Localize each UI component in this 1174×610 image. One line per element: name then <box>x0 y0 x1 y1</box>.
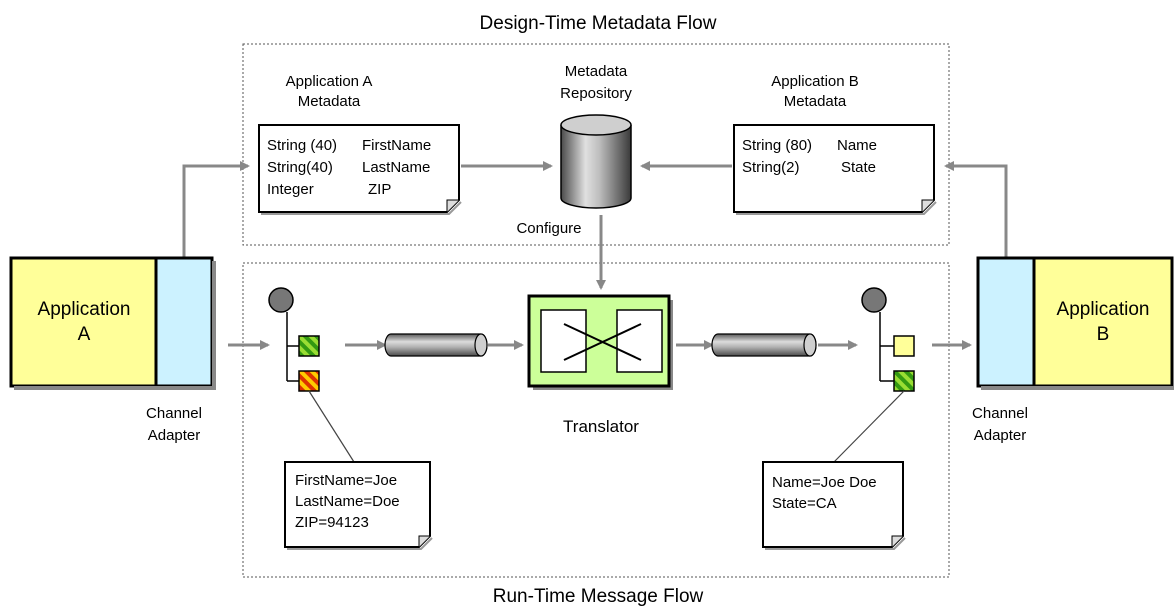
app-a-row-3-type: Integer <box>267 181 314 198</box>
output-message-icon <box>861 287 915 392</box>
app-b-row-1-type: String (80) <box>742 137 812 154</box>
message-part-green-2 <box>893 370 915 392</box>
channel-adapter-a-label-1: Channel <box>146 405 202 422</box>
input-message-icon <box>268 287 320 392</box>
run-time-region <box>242 262 950 578</box>
app-a-row-3-name: ZIP <box>368 181 391 198</box>
app-a-row-1-name: FirstName <box>362 137 431 154</box>
output-message-line-1: Name=Joe Doe <box>772 474 877 491</box>
output-message-line-2: State=CA <box>772 495 837 512</box>
repository-title-2: Repository <box>560 85 632 102</box>
application-a-box: Application A <box>9 256 216 390</box>
app-a-metadata-title-1: Application A <box>286 73 373 90</box>
channel-adapter-b <box>976 256 1036 388</box>
input-message-note: FirstName=Joe LastName=Doe ZIP=94123 <box>284 461 433 550</box>
app-a-row-2-name: LastName <box>362 159 430 176</box>
message-part-red <box>298 370 320 392</box>
channel-adapter-b-label-2: Adapter <box>974 427 1027 444</box>
design-time-title: Design-Time Metadata Flow <box>480 13 717 34</box>
input-message-line-2: LastName=Doe <box>295 493 400 510</box>
app-b-metadata-note: String (80) Name String(2) State <box>733 124 937 215</box>
input-note-connector <box>308 390 355 463</box>
input-message-line-1: FirstName=Joe <box>295 472 397 489</box>
application-b-box: Application B <box>976 256 1174 390</box>
app-b-metadata-title-2: Metadata <box>784 93 847 110</box>
app-a-metadata-note: String (40) FirstName String(40) LastNam… <box>258 124 462 215</box>
repository-title-1: Metadata <box>565 63 628 80</box>
message-part-green <box>298 335 320 357</box>
output-message-note: Name=Joe Doe State=CA <box>762 461 906 550</box>
app-a-metadata-title-2: Metadata <box>298 93 361 110</box>
channel-adapter-b-label-1: Channel <box>972 405 1028 422</box>
app-b-row-1-name: Name <box>837 137 877 154</box>
application-b-label-2: B <box>1097 324 1110 345</box>
channel-adapter-a <box>154 256 214 388</box>
message-channel-1-icon <box>384 333 488 357</box>
application-a-label-2: A <box>78 324 91 345</box>
app-a-row-1-type: String (40) <box>267 137 337 154</box>
app-b-row-2-type: String(2) <box>742 159 800 176</box>
message-channel-2-icon <box>711 333 817 357</box>
app-a-row-2-type: String(40) <box>267 159 333 176</box>
repository-cylinder-icon <box>560 114 632 209</box>
run-time-title: Run-Time Message Flow <box>493 586 704 607</box>
output-note-connector <box>833 390 905 463</box>
application-a-label-1: Application <box>38 299 131 320</box>
configure-label: Configure <box>516 220 581 237</box>
translator-label: Translator <box>563 417 639 436</box>
arrow-adapter-b-to-metadata <box>944 161 1008 257</box>
arrow-adapter-a-to-metadata <box>182 161 250 257</box>
design-time-region <box>242 43 950 246</box>
channel-adapter-a-label-2: Adapter <box>148 427 201 444</box>
app-b-metadata-title-1: Application B <box>771 73 859 90</box>
translator-icon <box>527 294 673 390</box>
application-b-label-1: Application <box>1057 299 1150 320</box>
message-part-yellow <box>893 335 915 357</box>
input-message-line-3: ZIP=94123 <box>295 514 369 531</box>
app-b-row-2-name: State <box>841 159 876 176</box>
